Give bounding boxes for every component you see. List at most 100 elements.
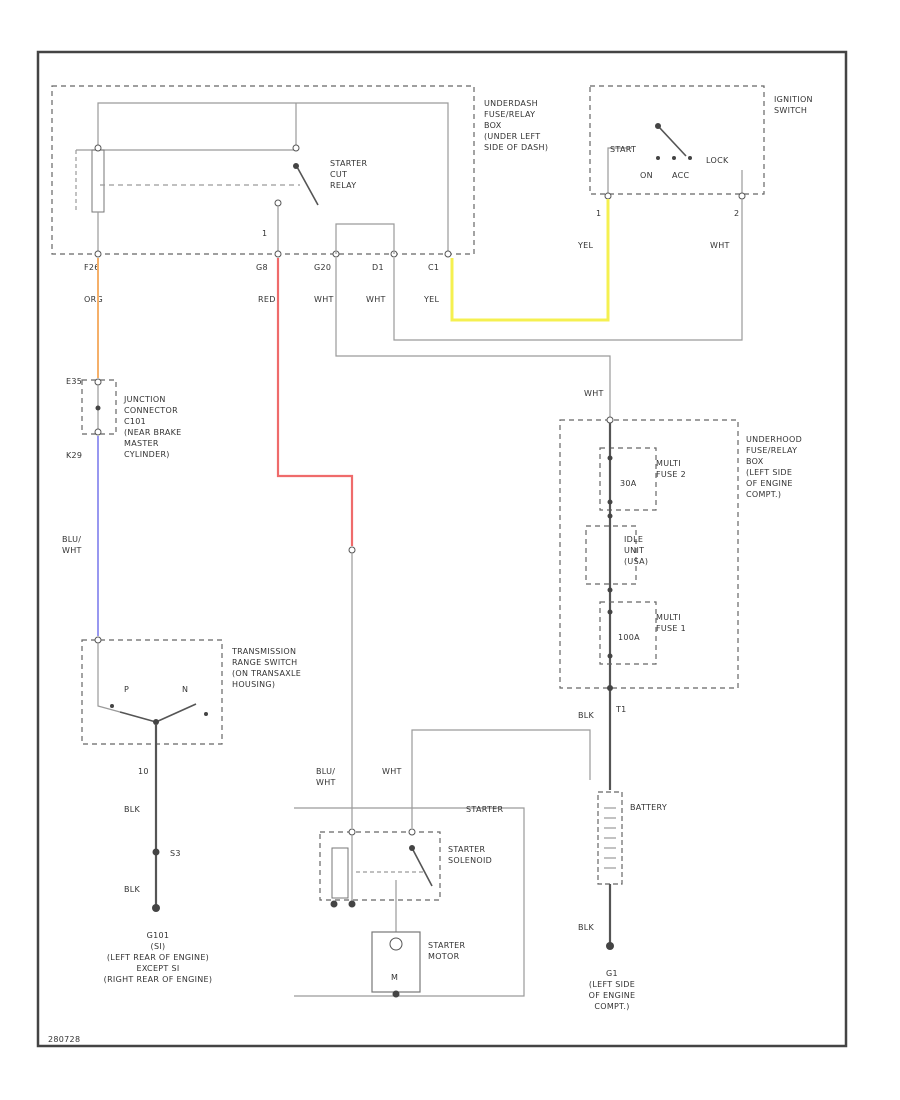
g1-2: (LEFT SIDE xyxy=(589,980,635,989)
junction-pin-k29: K29 xyxy=(66,451,82,460)
g101-2: (SI) xyxy=(151,942,166,951)
underhood-title-6: COMPT.) xyxy=(746,490,781,499)
g1-1: G1 xyxy=(606,969,618,978)
solenoid-label-1: STARTER xyxy=(448,845,486,854)
starter-assembly: STARTER BLU/ WHT WHT STARTER SOLENOID M … xyxy=(294,767,525,998)
underhood-box-outline xyxy=(559,419,739,689)
ignition-switch-arm xyxy=(657,125,687,157)
fuse1-label-2: FUSE 1 xyxy=(656,624,686,633)
ign-title-1: IGNITION xyxy=(774,95,813,104)
underhood-title-3: BOX xyxy=(746,457,764,466)
ign-title-2: SWITCH xyxy=(774,106,807,115)
diagram-border xyxy=(36,50,848,1048)
trans-box-outline xyxy=(81,639,223,745)
relay-switch-arm xyxy=(295,164,319,206)
wht-label: WHT xyxy=(584,389,604,398)
underhood-title-2: FUSE/RELAY xyxy=(746,446,797,455)
battery-wire-bottom: BLK xyxy=(578,923,595,932)
fuse1-label-1: MULTI xyxy=(656,613,681,622)
underdash-box-outline xyxy=(51,85,475,255)
ignition-box-outline xyxy=(589,85,765,195)
fuse2-label-1: MULTI xyxy=(656,459,681,468)
fuse2-rating: 30A xyxy=(620,479,637,488)
pin-d1: D1 xyxy=(372,263,384,272)
junction-pin-e35: E35 xyxy=(66,377,82,386)
pin-f26: F26 xyxy=(84,263,100,272)
wht-wire-battery-starter xyxy=(411,729,591,828)
trans-title-2: RANGE SWITCH xyxy=(232,658,297,667)
wire-label-org: ORG xyxy=(84,295,103,304)
yellow-wire xyxy=(450,199,610,322)
wire-label-wht-2: WHT xyxy=(366,295,386,304)
ign-pos-on: ON xyxy=(640,171,653,180)
relay-label-1: STARTER xyxy=(330,159,368,168)
junction-connector: E35 K29 JUNCTION CONNECTOR C101 (NEAR BR… xyxy=(66,377,182,460)
pin-g20: G20 xyxy=(314,263,331,272)
g1-3: OF ENGINE xyxy=(589,991,636,1000)
svg-text:CUT: CUT xyxy=(330,170,347,179)
pin-t1: T1 xyxy=(615,705,627,714)
splice-s3: S3 xyxy=(170,849,181,858)
starter-wire-left-1: BLU/ xyxy=(316,767,335,776)
underdash-title-2: FUSE/RELAY xyxy=(484,110,535,119)
pin-10: 10 xyxy=(138,767,149,776)
starter-title: STARTER xyxy=(466,805,504,814)
junction-title-4: (NEAR BRAKE xyxy=(124,428,182,437)
svg-text:RELAY: RELAY xyxy=(330,181,357,190)
underhood-fuse-relay-box: WHT 30A MULTI FUSE 2 IDLE UNIT (USA) 100… xyxy=(559,389,802,692)
pin-c1: C1 xyxy=(428,263,439,272)
red-wire xyxy=(276,258,354,546)
ign-wire-yel: YEL xyxy=(577,241,594,250)
junction-title-6: CYLINDER) xyxy=(124,450,170,459)
wire-blk-2: BLK xyxy=(124,885,141,894)
trans-title-1: TRANSMISSION xyxy=(231,647,296,656)
wht-wire-g20 xyxy=(335,258,611,418)
solenoid-label-2: SOLENOID xyxy=(448,856,492,865)
wire-blk-1: BLK xyxy=(124,805,141,814)
multi-fuse-1-box xyxy=(599,601,657,665)
junction-box-outline xyxy=(81,379,117,435)
junction-title-1: JUNCTION xyxy=(123,395,166,404)
idle-label-3: (USA) xyxy=(624,557,648,566)
blu-wht-2: WHT xyxy=(62,546,82,555)
relay-label-2: CUT xyxy=(330,170,347,179)
starter-wire-left-2: WHT xyxy=(316,778,336,787)
underhood-title-4: (LEFT SIDE xyxy=(746,468,792,477)
trans-pos-p: P xyxy=(124,685,129,694)
fuse2-label-2: FUSE 2 xyxy=(656,470,686,479)
underdash-fuse-relay-box: STARTER CUT RELAY UNDERDASH FUSE/RELAY B… xyxy=(51,85,548,272)
ign-wire-wht: WHT xyxy=(710,241,730,250)
fuse1-rating: 100A xyxy=(618,633,640,642)
junction-title-2: CONNECTOR xyxy=(124,406,178,415)
wht-wire-ign xyxy=(393,199,743,341)
g101-5: (RIGHT REAR OF ENGINE) xyxy=(104,975,213,984)
relay-coil xyxy=(91,149,105,213)
starter-enclosure xyxy=(294,807,525,997)
diagram-code: 280728 xyxy=(48,1035,80,1044)
ign-pos-acc: ACC xyxy=(672,171,690,180)
idle-label-2: UNIT xyxy=(624,546,644,555)
pin-g8: G8 xyxy=(256,263,268,272)
multi-fuse-2-box xyxy=(599,447,657,511)
motor-symbol: M xyxy=(391,973,398,982)
underdash-internal-bus xyxy=(97,102,449,252)
trans-title-3: (ON TRANSAXLE xyxy=(232,669,301,678)
starter-wire-right: WHT xyxy=(382,767,402,776)
ignition-switch: START ON ACC LOCK IGNITION SWITCH 1 2 YE… xyxy=(577,85,813,250)
wire-label-wht-1: WHT xyxy=(314,295,334,304)
underhood-title-1: UNDERHOOD xyxy=(746,435,802,444)
battery-label: BATTERY xyxy=(630,803,667,812)
ign-pos-lock: LOCK xyxy=(706,156,729,165)
battery: BATTERY xyxy=(597,791,667,885)
g101-4: EXCEPT SI xyxy=(137,964,180,973)
blu-wht-1: BLU/ xyxy=(62,535,81,544)
solenoid-switch-arm xyxy=(411,847,433,887)
underdash-title-1: UNDERDASH xyxy=(484,99,538,108)
transmission-range-switch: P N TRANSMISSION RANGE SWITCH (ON TRANSA… xyxy=(81,636,301,745)
battery-wire-top: BLK xyxy=(578,711,595,720)
wire-label-red: RED xyxy=(258,295,276,304)
junction-title-3: C101 xyxy=(124,417,146,426)
underhood-title-5: OF ENGINE xyxy=(746,479,793,488)
solenoid-box xyxy=(319,831,441,901)
